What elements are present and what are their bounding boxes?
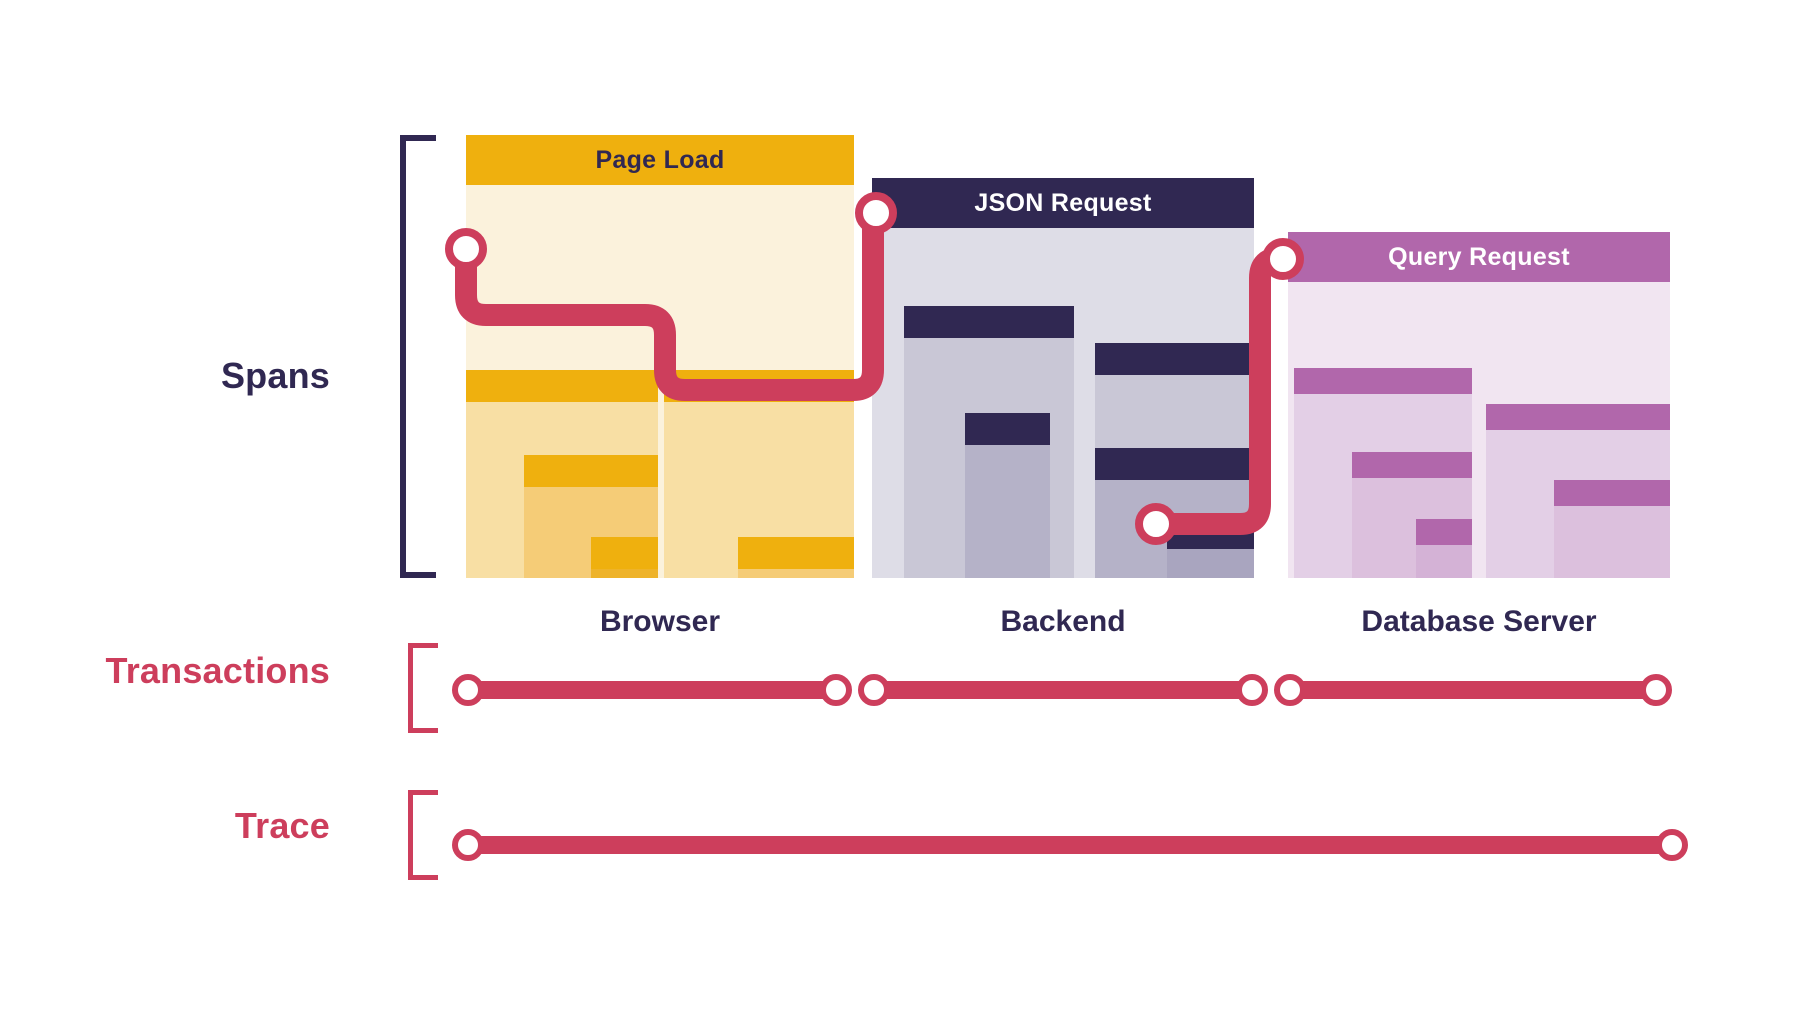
service-label-database: Database Server — [1361, 605, 1597, 638]
transaction-dot-backend-end[interactable] — [1236, 674, 1268, 706]
span-cap — [1294, 368, 1472, 394]
transaction-dot-backend-start[interactable] — [858, 674, 890, 706]
span-bar[interactable] — [591, 537, 658, 578]
span-cap — [1416, 519, 1472, 545]
transaction-dot-database-start[interactable] — [1274, 674, 1306, 706]
transaction-segment-browser[interactable] — [466, 681, 848, 699]
row-label-spans: Spans — [220, 355, 330, 396]
span-cap — [1095, 448, 1254, 480]
span-bar[interactable] — [738, 537, 854, 578]
transaction-dot-browser-end[interactable] — [820, 674, 852, 706]
service-block-database[interactable]: Query Request — [1288, 232, 1670, 578]
trace-bracket — [408, 790, 438, 880]
span-cap — [965, 413, 1050, 445]
span-fill — [664, 370, 854, 402]
service-block-backend[interactable]: JSON Request — [872, 178, 1254, 578]
transaction-dot-browser-start[interactable] — [452, 674, 484, 706]
span-cap — [1095, 343, 1254, 375]
row-label-trace: Trace — [234, 805, 330, 846]
span-bar[interactable] — [965, 413, 1050, 578]
span-bar[interactable] — [1416, 519, 1472, 578]
trace-segment[interactable] — [466, 836, 1670, 854]
service-header-browser[interactable]: Page Load — [466, 135, 854, 185]
span-fill — [466, 370, 658, 402]
trace-dot-start[interactable] — [452, 829, 484, 861]
service-label-backend: Backend — [1000, 605, 1126, 638]
span-cap — [738, 537, 854, 569]
span-cap — [524, 455, 658, 487]
transaction-segment-database[interactable] — [1288, 681, 1670, 699]
span-cap — [904, 306, 1074, 338]
span-cap — [591, 537, 658, 569]
transactions-bracket — [408, 643, 438, 733]
span-cap — [1167, 523, 1254, 549]
service-header-database[interactable]: Query Request — [1288, 232, 1670, 282]
transaction-dot-database-end[interactable] — [1640, 674, 1672, 706]
span-cap — [1486, 404, 1670, 430]
row-label-transactions: Transactions — [105, 650, 330, 691]
service-header-backend[interactable]: JSON Request — [872, 178, 1254, 228]
span-cap — [664, 370, 854, 402]
span-cap — [466, 370, 658, 402]
spans-bracket — [400, 135, 436, 578]
trace-dot-end[interactable] — [1656, 829, 1688, 861]
span-bar[interactable] — [1167, 523, 1254, 578]
service-label-browser: Browser — [599, 605, 721, 638]
transaction-segment-backend[interactable] — [872, 681, 1254, 699]
span-cap — [1554, 480, 1670, 506]
span-bar[interactable] — [1554, 480, 1670, 578]
service-block-browser[interactable]: Page Load — [466, 135, 854, 578]
span-cap — [1352, 452, 1472, 478]
